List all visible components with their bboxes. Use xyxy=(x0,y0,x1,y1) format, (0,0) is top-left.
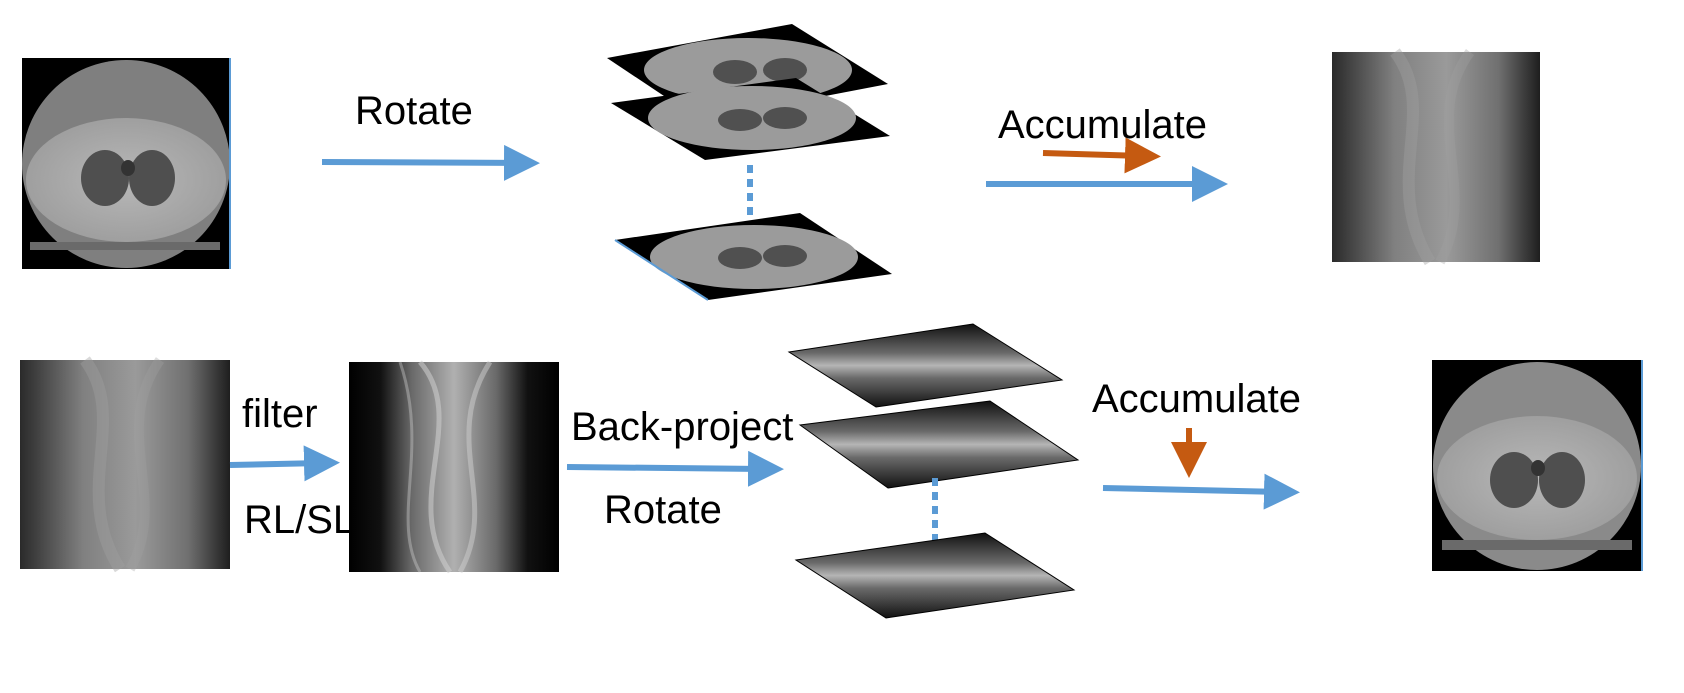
ct-slice-image xyxy=(22,58,231,269)
rotate-label-top: Rotate xyxy=(355,89,473,133)
accumulate-arrow-orange-top xyxy=(1042,137,1161,174)
filter-label: filter xyxy=(242,392,318,436)
filtered-sinogram-image xyxy=(349,360,559,574)
back-project-label: Back-project xyxy=(571,405,793,449)
filter-arrow xyxy=(229,445,340,482)
sinogram-image xyxy=(1332,48,1540,266)
reconstructed-ct-image xyxy=(1432,360,1643,571)
rotate-label-bottom: Rotate xyxy=(604,488,722,532)
back-projection-stack xyxy=(787,323,1080,619)
back-project-arrow xyxy=(566,450,784,487)
sinogram-input-image xyxy=(20,356,230,573)
accumulate-label-bottom: Accumulate xyxy=(1092,377,1301,421)
rotated-slice-stack xyxy=(607,24,892,301)
rl-sl-label: RL/SL xyxy=(244,498,355,542)
accumulate-label-top: Accumulate xyxy=(998,103,1207,147)
accumulate-arrow-blue-bottom xyxy=(1102,473,1300,510)
rotate-arrow-top xyxy=(321,144,540,181)
